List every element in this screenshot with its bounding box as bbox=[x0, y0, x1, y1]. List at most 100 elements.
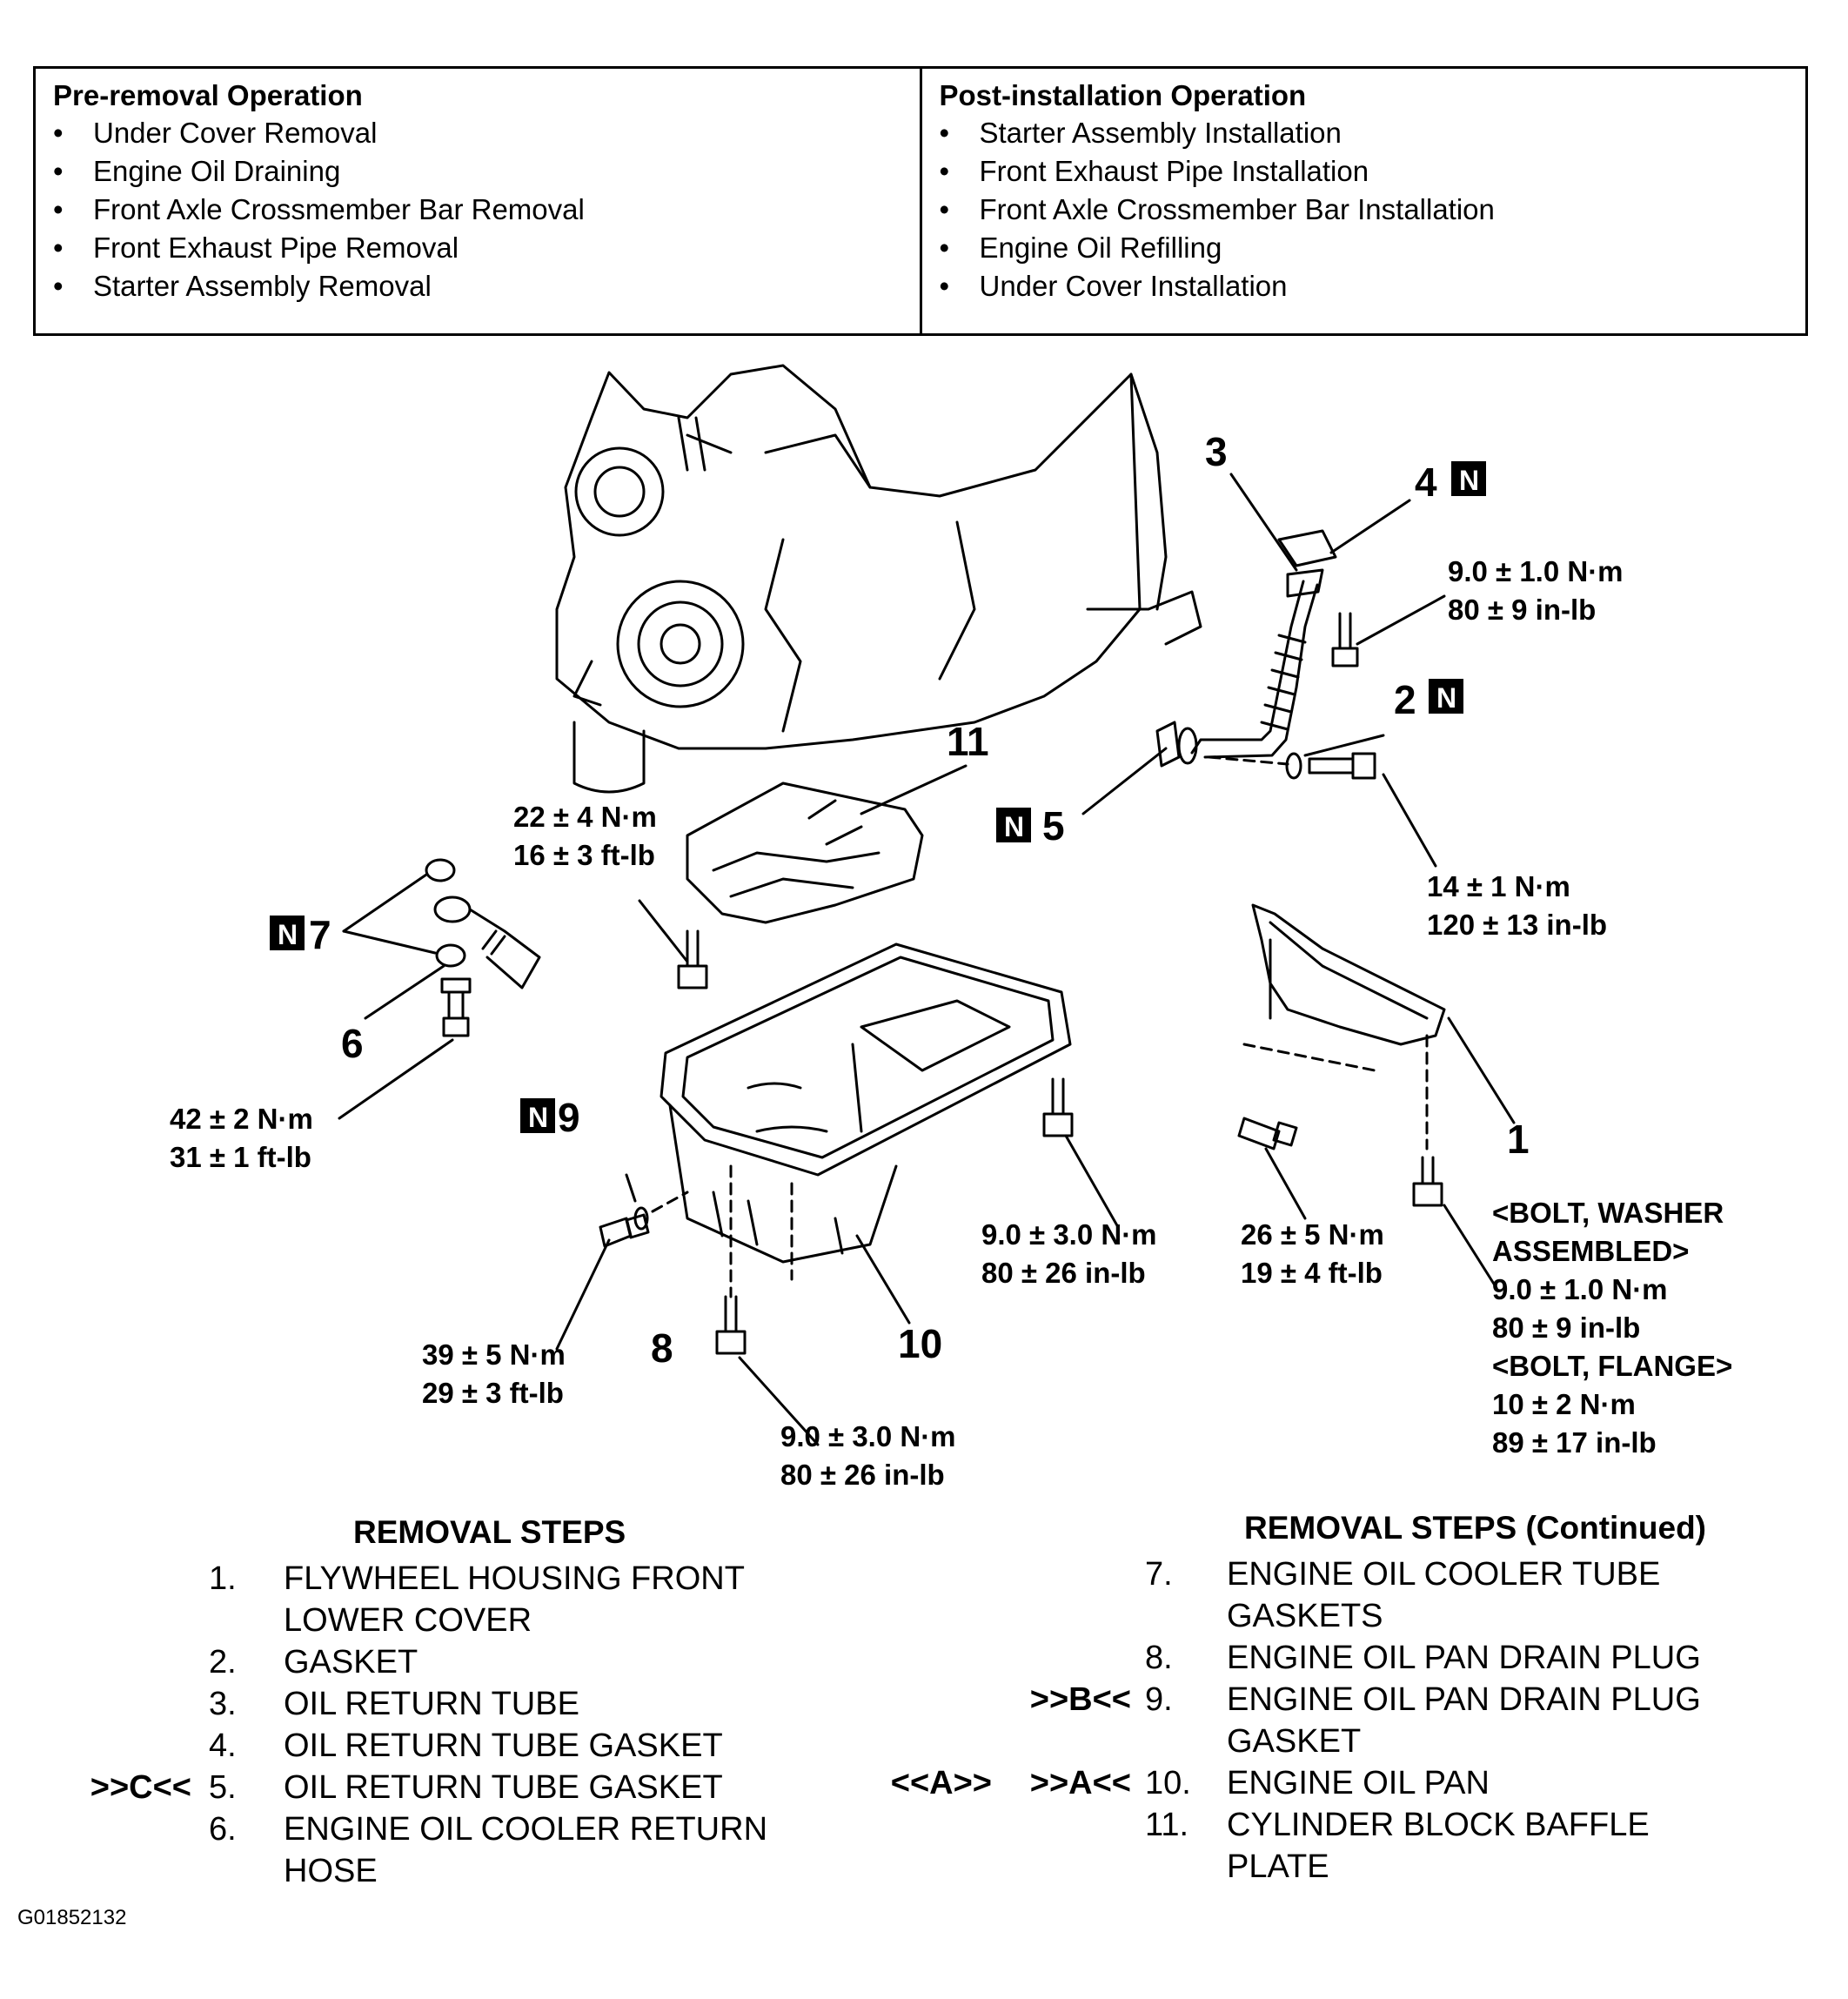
new-part-badge: N bbox=[270, 916, 305, 950]
svg-text:N: N bbox=[1459, 465, 1479, 496]
oil-return-tube-drawing bbox=[1177, 529, 1337, 765]
removal-steps-continued-list: REMOVAL STEPS (Continued) 7.ENGINE OIL C… bbox=[887, 1510, 1766, 1888]
step-mark: >>A<< bbox=[1029, 1765, 1131, 1801]
step-text: HOSE bbox=[284, 1853, 378, 1889]
torque-label: 9.0 ± 3.0 N·m bbox=[780, 1420, 956, 1452]
torque-label: 22 ± 4 N·m bbox=[513, 801, 657, 833]
torque-label: 80 ± 9 in-lb bbox=[1448, 594, 1596, 626]
pre-removal-column: Pre-removal Operation Under Cover Remova… bbox=[36, 69, 920, 333]
torque-label: 14 ± 1 N·m bbox=[1427, 870, 1570, 902]
step-text: ENGINE OIL COOLER TUBE bbox=[1227, 1556, 1661, 1593]
step-text: LOWER COVER bbox=[284, 1602, 532, 1639]
step-number: 3. bbox=[209, 1686, 237, 1722]
step-mark bbox=[887, 1846, 1027, 1888]
step-mark bbox=[1027, 1595, 1145, 1637]
step-mark: <<A>> bbox=[890, 1765, 992, 1801]
step-mark bbox=[70, 1683, 209, 1725]
bolt-9nm-tube-drawing bbox=[1331, 612, 1359, 667]
new-part-badge: N bbox=[520, 1098, 555, 1133]
step-mark: >>C<< bbox=[90, 1769, 191, 1806]
list-item: GASKET bbox=[887, 1721, 1766, 1762]
post-installation-column: Post-installation Operation Starter Asse… bbox=[919, 69, 1806, 333]
guide-line bbox=[1242, 1034, 1429, 1150]
list-item: Front Axle Crossmember Bar Removal bbox=[53, 191, 902, 229]
list-item: 8.ENGINE OIL PAN DRAIN PLUG bbox=[887, 1637, 1766, 1679]
callout-3: 3 bbox=[1205, 429, 1228, 474]
oil-cooler-hose-drawing bbox=[425, 858, 541, 989]
callout-6: 6 bbox=[341, 1021, 364, 1066]
callout-2: 2 bbox=[1394, 677, 1416, 722]
post-installation-title: Post-installation Operation bbox=[939, 79, 1307, 111]
step-mark bbox=[887, 1721, 1027, 1762]
callout-9: 9 bbox=[558, 1095, 580, 1140]
step-mark bbox=[1027, 1804, 1145, 1846]
step-text: FLYWHEEL HOUSING FRONT bbox=[284, 1560, 745, 1597]
torque-label: 10 ± 2 N·m bbox=[1492, 1388, 1636, 1420]
callout-4: 4 bbox=[1415, 460, 1437, 505]
pre-removal-title: Pre-removal Operation bbox=[53, 79, 363, 111]
step-text: GASKET bbox=[1227, 1723, 1362, 1760]
step-mark bbox=[887, 1679, 1027, 1721]
step-text: ENGINE OIL PAN bbox=[1227, 1765, 1490, 1801]
bolt-42nm-drawing bbox=[440, 977, 472, 1037]
step-text: ENGINE OIL COOLER RETURN bbox=[284, 1811, 768, 1848]
torque-label: 9.0 ± 3.0 N·m bbox=[981, 1218, 1157, 1251]
torque-label: 80 ± 9 in-lb bbox=[1492, 1311, 1640, 1344]
torque-label: 80 ± 26 in-lb bbox=[981, 1257, 1146, 1289]
torque-label: <BOLT, WASHER bbox=[1492, 1197, 1724, 1229]
torque-label: 19 ± 4 ft-lb bbox=[1241, 1257, 1383, 1289]
step-number bbox=[1145, 1846, 1227, 1888]
step-mark bbox=[1027, 1637, 1145, 1679]
list-item: Front Axle Crossmember Bar Installation bbox=[940, 191, 1789, 229]
torque-label: 29 ± 3 ft-lb bbox=[422, 1377, 564, 1409]
new-part-badge: N bbox=[1451, 461, 1486, 496]
operations-table: Pre-removal Operation Under Cover Remova… bbox=[33, 66, 1808, 336]
step-text: OIL RETURN TUBE GASKET bbox=[284, 1769, 723, 1806]
list-item: 3. OIL RETURN TUBE bbox=[70, 1683, 823, 1725]
engine-block-drawing bbox=[555, 364, 1202, 794]
list-item: Under Cover Removal bbox=[53, 114, 902, 152]
torque-label: <BOLT, FLANGE> bbox=[1492, 1350, 1732, 1382]
step-number: 10. bbox=[1145, 1765, 1191, 1801]
list-item: Engine Oil Refilling bbox=[940, 229, 1789, 267]
list-item: PLATE bbox=[887, 1846, 1766, 1888]
step-number: 1. bbox=[209, 1560, 237, 1597]
list-item: HOSE bbox=[70, 1850, 823, 1892]
step-mark bbox=[70, 1558, 209, 1600]
guide-line bbox=[729, 1164, 793, 1298]
guide-line bbox=[1208, 755, 1289, 766]
step-mark bbox=[887, 1804, 1027, 1846]
step-text: ENGINE OIL PAN DRAIN PLUG bbox=[1227, 1681, 1701, 1718]
list-item: 1. FLYWHEEL HOUSING FRONT bbox=[70, 1558, 823, 1600]
list-item: Under Cover Installation bbox=[940, 267, 1789, 305]
bolt-26nm-drawing bbox=[1237, 1117, 1298, 1150]
post-installation-list: Starter Assembly Installation Front Exha… bbox=[940, 114, 1789, 305]
list-item: 4.OIL RETURN TUBE GASKET bbox=[70, 1725, 823, 1767]
flywheel-cover-drawing bbox=[1251, 903, 1446, 1046]
list-item: Engine Oil Draining bbox=[53, 152, 902, 191]
oil-pan-drawing bbox=[660, 942, 1072, 1264]
guide-line bbox=[651, 1191, 689, 1213]
step-mark bbox=[1027, 1553, 1145, 1595]
torque-label: 31 ± 1 ft-lb bbox=[170, 1141, 311, 1173]
bolt-flange-drawing bbox=[1412, 1156, 1443, 1207]
step-number bbox=[1145, 1595, 1227, 1637]
new-part-badge: N bbox=[1429, 679, 1463, 714]
step-number: 8. bbox=[1145, 1640, 1173, 1676]
removal-steps-continued-title: REMOVAL STEPS (Continued) bbox=[1244, 1510, 1707, 1546]
callout-10: 10 bbox=[898, 1321, 942, 1366]
list-item: Starter Assembly Installation bbox=[940, 114, 1789, 152]
torque-label: 9.0 ± 1.0 N·m bbox=[1492, 1273, 1668, 1305]
baffle-plate-drawing bbox=[686, 781, 924, 924]
list-item: Front Exhaust Pipe Installation bbox=[940, 152, 1789, 191]
step-mark bbox=[70, 1850, 209, 1892]
step-text: GASKET bbox=[284, 1644, 418, 1680]
figure-id: G01852132 bbox=[17, 1906, 127, 1929]
callout-1: 1 bbox=[1507, 1117, 1530, 1162]
list-item: >>B<<9.ENGINE OIL PAN DRAIN PLUG bbox=[887, 1679, 1766, 1721]
list-item: <<A>> >>A<< 10. ENGINE OIL PAN bbox=[887, 1762, 1766, 1804]
step-text: OIL RETURN TUBE bbox=[284, 1686, 579, 1722]
callout-7: 7 bbox=[309, 912, 331, 957]
torque-label: 80 ± 26 in-lb bbox=[780, 1459, 945, 1491]
